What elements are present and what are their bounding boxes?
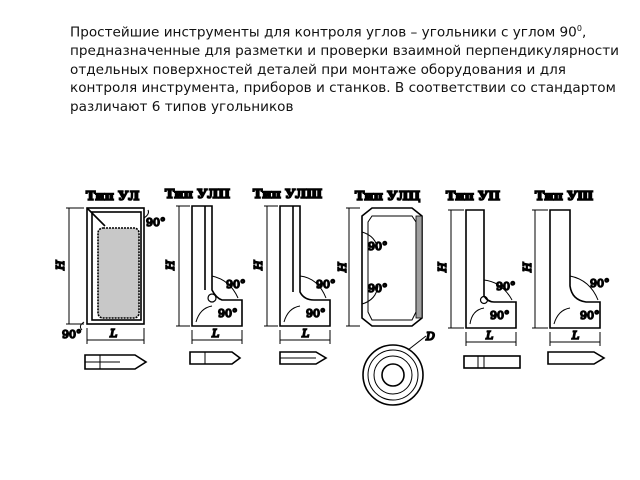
type-ulc-angle-label-top: 90° [368, 240, 388, 253]
type-ulp-height-label: H [164, 260, 177, 271]
type-ulp-drawing: Тип УЛП [164, 185, 243, 365]
type-ulsh-label: Тип УЛШ [253, 186, 322, 201]
type-up-drawing: Тип УП [445, 187, 521, 369]
type-ulc-label: Тип УЛЦ [355, 188, 420, 203]
type-ulsh-angle-label-top: 90° [316, 278, 336, 291]
type-up-angle-label-top: 90° [496, 280, 516, 293]
type-up-length-label: L [485, 329, 493, 342]
intro-text-end: , предназначенные для разметки и проверк… [70, 24, 620, 115]
type-ush-label: Тип УШ [535, 188, 593, 203]
type-ulp-label: Тип УЛП [165, 186, 230, 201]
type-ul-drawing: Тип УЛ [66, 187, 149, 370]
type-ush-length-label: L [571, 329, 579, 342]
type-up-label: Тип УП [446, 188, 500, 203]
intro-paragraph: Простейшие инструменты для контроля угло… [70, 20, 630, 116]
type-ulp-angle-label-bottom: 90° [218, 307, 238, 320]
intro-superscript: 0 [576, 24, 582, 33]
type-ul-height-label: H [54, 260, 67, 271]
type-ulsh-angle-label-bottom: 90° [306, 307, 326, 320]
type-up-height-label: H [436, 262, 449, 273]
type-ulsh-length-label: L [301, 327, 309, 340]
type-ulp-length-label: L [211, 327, 219, 340]
type-ush-height-label: H [521, 262, 534, 273]
type-ush-angle-label-bottom: 90° [580, 309, 600, 322]
type-ulp-angle-label-top: 90° [226, 278, 246, 291]
type-ul-length-label: L [109, 327, 117, 340]
type-ul-label: Тип УЛ [86, 188, 139, 203]
type-ulc-height-label: H [336, 262, 349, 273]
type-ul-angle-label-top: 90° [146, 216, 166, 229]
type-ulc-angle-label-bottom: 90° [368, 282, 388, 295]
type-ush-drawing: Тип УШ [532, 187, 606, 365]
type-ulc-drawing: Тип УЛЦ [346, 187, 427, 406]
type-up-angle-label-bottom: 90° [490, 309, 510, 322]
type-ul-angle-label-bottom: 90° [62, 328, 82, 341]
type-ulsh-drawing: Тип УЛШ [252, 185, 331, 365]
type-ulsh-height-label: H [252, 260, 265, 271]
intro-text-start: Простейшие инструменты для контроля угло… [70, 24, 577, 41]
type-ulc-diameter-label: D [425, 330, 435, 343]
type-ush-angle-label-top: 90° [590, 277, 610, 290]
